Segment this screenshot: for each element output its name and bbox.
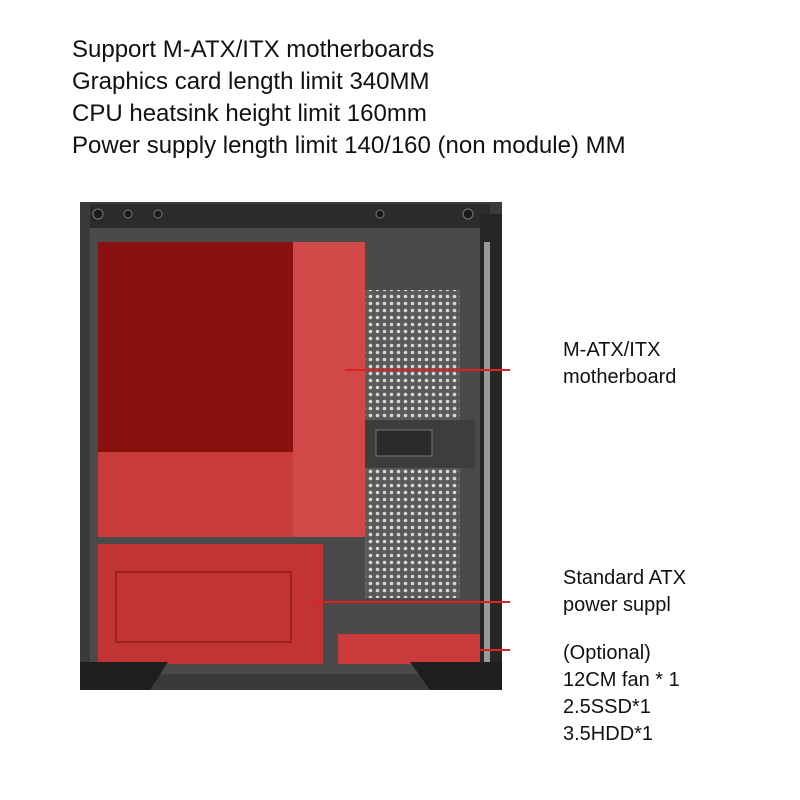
screw-hole <box>92 208 104 220</box>
callout-psu: Standard ATX power suppl <box>563 565 686 619</box>
pc-case-illustration <box>80 202 510 690</box>
mesh-panel-lower <box>365 468 460 598</box>
motherboard-area-light <box>98 452 293 537</box>
case-foot-left <box>80 662 168 690</box>
screw-hole <box>375 209 385 219</box>
spec-line-power-supply: Power supply length limit 140/160 (non m… <box>72 132 626 159</box>
glass-strip <box>484 242 490 662</box>
case-right-edge <box>480 214 502 684</box>
drive-bay-area <box>338 634 480 664</box>
spec-line-motherboard: Support M-ATX/ITX motherboards <box>72 36 435 63</box>
callout-motherboard: M-ATX/ITX motherboard <box>563 337 676 391</box>
callout-motherboard-line-2: motherboard <box>563 366 677 388</box>
screw-hole <box>462 208 474 220</box>
case-foot-right <box>410 662 502 690</box>
callout-optional-line-1: (Optional) <box>563 642 651 664</box>
callout-optional-line-3: 2.5SSD*1 <box>563 696 651 718</box>
graphics-card-area <box>293 242 365 537</box>
spec-list: Support M-ATX/ITX motherboards Graphics … <box>72 34 626 162</box>
callout-optional: (Optional) 12CM fan * 1 2.5SSD*1 3.5HDD*… <box>563 640 680 748</box>
spec-line-graphics-card: Graphics card length limit 340MM <box>72 68 430 95</box>
spec-line-cpu-heatsink: CPU heatsink height limit 160mm <box>72 100 427 127</box>
mesh-panel-upper <box>365 290 460 420</box>
callout-psu-line-1: Standard ATX <box>563 567 687 589</box>
callout-optional-line-2: 12CM fan * 1 <box>563 669 680 691</box>
screw-hole <box>153 209 163 219</box>
callout-optional-line-4: 3.5HDD*1 <box>563 723 654 745</box>
psu-detail <box>115 571 292 643</box>
case-top-rail <box>90 204 490 228</box>
psu-area <box>98 544 323 664</box>
divider-slot <box>375 429 433 457</box>
callout-motherboard-line-1: M-ATX/ITX <box>563 339 661 361</box>
motherboard-area-dark <box>98 242 293 452</box>
screw-hole <box>123 209 133 219</box>
callout-psu-line-2: power suppl <box>563 594 671 616</box>
